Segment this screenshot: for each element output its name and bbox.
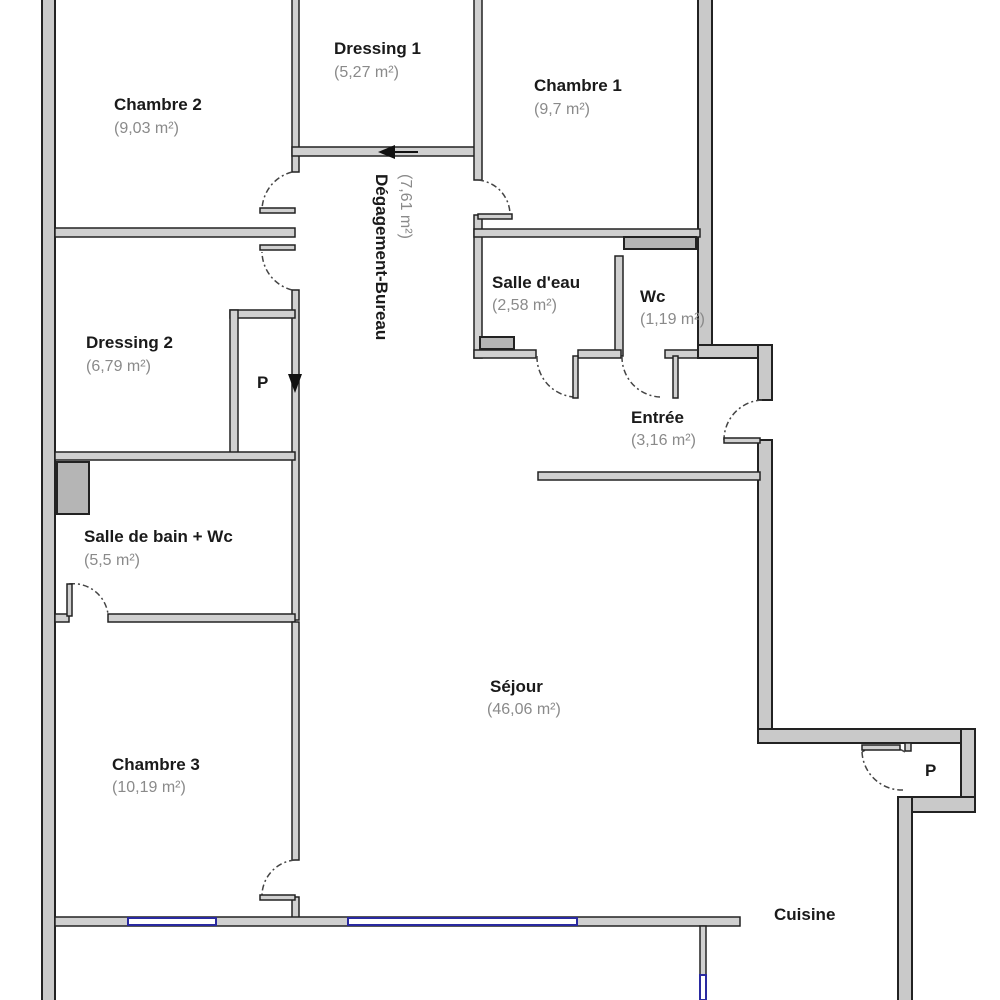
arrow-down-icon — [288, 374, 302, 393]
room-area: (9,7 m²) — [534, 101, 590, 118]
room-chambre3: Chambre 3 (10,19 m²) — [112, 755, 200, 796]
room-name: Dressing 2 — [86, 333, 173, 352]
room-placard: P — [257, 373, 268, 392]
windows — [127, 917, 707, 1000]
room-name: Wc — [640, 287, 666, 306]
room-sejour: Séjour (46,06 m²) — [487, 677, 561, 718]
room-entree: Entrée (3,16 m²) — [631, 408, 696, 449]
room-dressing1: Dressing 1 (5,27 m²) — [334, 39, 421, 81]
room-name: Chambre 3 — [112, 755, 200, 774]
room-chambre2: Chambre 2 (9,03 m²) — [114, 95, 202, 137]
room-wc: Wc (1,19 m²) — [640, 287, 705, 328]
room-area: (3,16 m²) — [631, 432, 696, 449]
room-name: Dégagement-Bureau — [372, 174, 391, 340]
room-name: Salle d'eau — [492, 273, 580, 292]
room-cuisine: Cuisine — [774, 905, 835, 924]
room-salle-bain: Salle de bain + Wc (5,5 m²) — [84, 527, 233, 569]
room-name: Dressing 1 — [334, 39, 421, 58]
room-placard: P — [925, 761, 936, 780]
walls — [41, 0, 976, 1000]
room-area: (10,19 m²) — [112, 779, 186, 796]
room-name: Séjour — [490, 677, 543, 696]
room-degagement: Dégagement-Bureau (7,61 m²) — [372, 174, 414, 340]
room-salle-eau: Salle d'eau (2,58 m²) — [492, 273, 580, 314]
room-name: Chambre 2 — [114, 95, 202, 114]
room-area: (46,06 m²) — [487, 701, 561, 718]
room-area: (9,03 m²) — [114, 120, 179, 137]
room-area: (5,27 m²) — [334, 64, 399, 81]
room-area: (7,61 m²) — [397, 174, 414, 239]
room-area: (2,58 m²) — [492, 297, 557, 314]
room-name: Chambre 1 — [534, 76, 622, 95]
room-area: (5,5 m²) — [84, 552, 140, 569]
room-name: Salle de bain + Wc — [84, 527, 233, 546]
arrow-left-icon — [378, 145, 395, 159]
arrows — [288, 145, 418, 393]
room-area: (1,19 m²) — [640, 311, 705, 328]
room-name: Entrée — [631, 408, 684, 427]
room-area: (6,79 m²) — [86, 358, 151, 375]
room-dressing2: Dressing 2 (6,79 m²) — [86, 333, 173, 375]
room-chambre1: Chambre 1 (9,7 m²) — [534, 76, 622, 118]
doors — [66, 171, 906, 901]
